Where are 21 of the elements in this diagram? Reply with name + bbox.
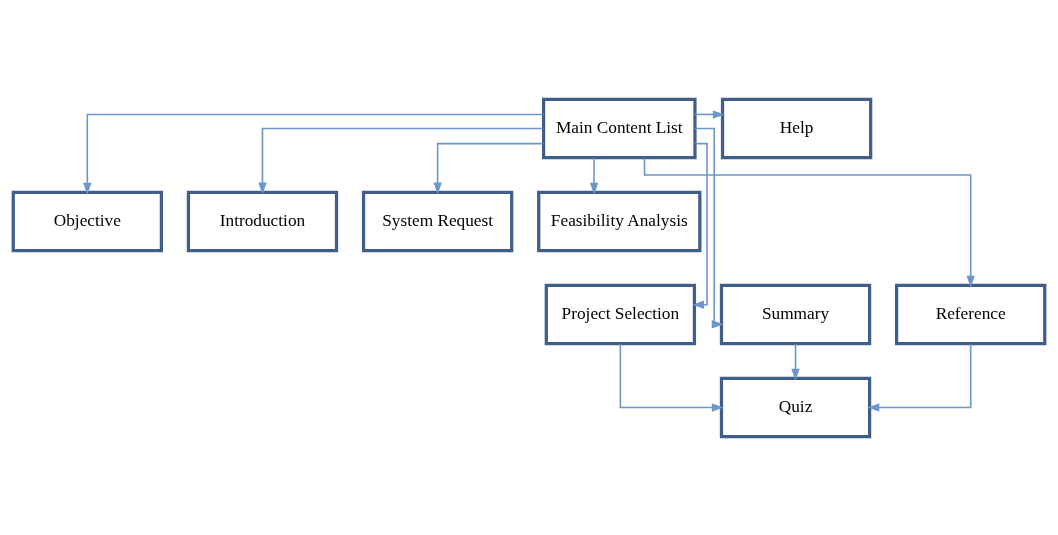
node-box: Project Selection bbox=[544, 283, 697, 345]
arrow bbox=[643, 156, 975, 288]
arrow bbox=[867, 342, 972, 412]
node-box: Quiz bbox=[719, 376, 872, 438]
node-box: Objective bbox=[11, 190, 163, 252]
node-box: Feasibility Analysis bbox=[537, 190, 702, 252]
arrow bbox=[83, 113, 545, 195]
arrow bbox=[433, 142, 545, 195]
arrow bbox=[692, 142, 708, 309]
arrow bbox=[589, 156, 599, 195]
arrow bbox=[694, 109, 725, 119]
arrow bbox=[258, 127, 544, 195]
node-box: Reference bbox=[895, 283, 1047, 345]
arrow bbox=[791, 342, 800, 381]
node-box: Introduction bbox=[186, 190, 339, 252]
arrow bbox=[619, 342, 724, 412]
node-box: System Request bbox=[361, 190, 514, 252]
node-box: Summary bbox=[719, 283, 872, 345]
node-box: Main Content List bbox=[542, 97, 697, 159]
arrow bbox=[694, 127, 724, 328]
node-box: Help bbox=[720, 97, 873, 159]
